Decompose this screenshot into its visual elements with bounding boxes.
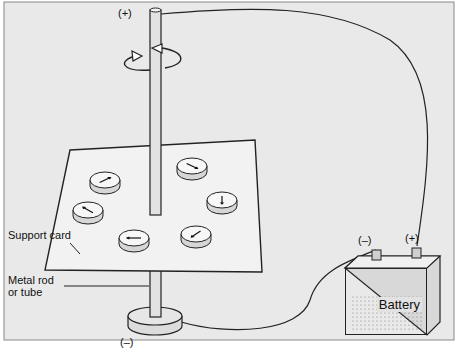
compass [90, 172, 120, 188]
compass [119, 230, 149, 246]
needle-head [194, 166, 198, 169]
polarity-mark: (+) [405, 232, 419, 244]
needle-head [220, 203, 224, 205]
needle-head [82, 207, 86, 210]
needle-head [107, 177, 111, 180]
metal-rod [150, 10, 161, 215]
part-label: Support card [8, 229, 71, 241]
battery-top [345, 256, 440, 268]
needle-head [126, 236, 130, 239]
polarity-mark: (–) [120, 336, 133, 348]
leader-line [70, 243, 80, 254]
compass [177, 158, 207, 174]
rod-top [150, 8, 161, 12]
battery-box: Battery [345, 268, 427, 335]
terminal-negative [372, 250, 381, 260]
compass-needle [192, 231, 201, 237]
frame [4, 2, 454, 340]
compass [207, 192, 237, 208]
compass-needle [83, 207, 93, 213]
terminal-positive [412, 248, 421, 258]
arrow-head [132, 44, 162, 61]
battery-texture [350, 296, 424, 332]
compass [181, 226, 211, 242]
leader-line [64, 286, 149, 287]
battery-body [345, 256, 440, 335]
polarity-mark: (–) [358, 234, 371, 246]
battery-label: Battery [377, 297, 422, 312]
field-arrow [162, 48, 181, 68]
part-label: Metal rod or tube [8, 274, 64, 298]
polarity-mark: (+) [118, 7, 132, 19]
needle-head [191, 235, 195, 238]
compass [73, 202, 103, 218]
